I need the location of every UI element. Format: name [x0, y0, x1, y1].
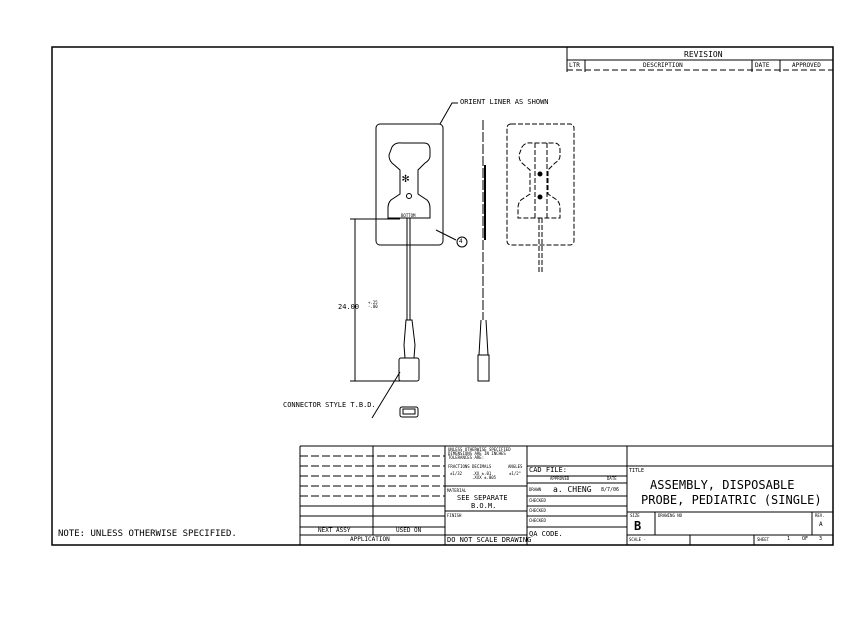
rev-label: REV.	[815, 513, 825, 518]
qa-code-label: QA CODE.	[529, 530, 563, 538]
finish-label: FINISH	[447, 513, 462, 518]
checked-label-2: CHECKED	[529, 508, 546, 513]
svg-text:✻: ✻	[402, 171, 409, 185]
connector-note: CONNECTOR STYLE T.B.D.	[283, 401, 376, 409]
fractions-value: ±1/32	[450, 471, 463, 476]
probe-front-view: ✻	[375, 123, 444, 382]
date-label: DATE	[607, 476, 617, 481]
cad-file-label: CAD FILE:	[529, 466, 567, 474]
general-note: NOTE: UNLESS OTHERWISE SPECIFIED.	[58, 529, 237, 539]
of-label: OF	[802, 536, 809, 542]
size-label: SIZE	[630, 513, 640, 518]
drawn-label: DRAWN	[529, 487, 542, 492]
revision-block-lines	[566, 47, 833, 72]
material-label: MATERIAL	[447, 488, 467, 493]
rev-col-approved: APPROVED	[792, 62, 821, 69]
probe-side-view	[477, 120, 490, 382]
title-line-1: ASSEMBLY, DISPOSABLE	[650, 478, 795, 492]
sheet-total: 3	[819, 536, 823, 542]
angles-value: ±1/2°	[509, 471, 522, 476]
dimension-value: 24.00	[338, 303, 360, 311]
application-label: APPLICATION	[350, 536, 390, 543]
title-block-lines	[299, 445, 833, 545]
used-on-label: USED ON	[396, 527, 422, 534]
dimension-tolerance: +.25 -.00	[368, 300, 378, 309]
drawing-no-label: DRAWING NO	[658, 513, 683, 518]
sheet-number: 1	[787, 536, 791, 542]
rev-col-ltr: LTR	[569, 62, 580, 69]
pad-label: BOTTOM	[401, 213, 416, 218]
checked-label-1: CHECKED	[529, 498, 546, 503]
do-not-scale-note: DO NOT SCALE DRAWING	[447, 536, 532, 544]
decimals-label: DECIMALS	[472, 464, 492, 469]
orient-note: ORIENT LINER AS SHOWN	[460, 98, 549, 106]
title-line-2: PROBE, PEDIATRIC (SINGLE)	[641, 493, 822, 507]
sheet-label: SHEET	[757, 537, 770, 542]
rev-col-description: DESCRIPTION	[643, 62, 683, 69]
drawn-date: 8/7/06	[601, 487, 620, 493]
angles-label: ANGLES	[508, 464, 523, 469]
size-value: B	[634, 519, 642, 533]
tolerance-header: UNLESS OTHERWISE SPECIFIED DIMENSIONS AR…	[448, 447, 511, 460]
material-value-2: B.O.M.	[471, 502, 497, 510]
material-value-1: SEE SEPARATE	[457, 494, 508, 502]
leaders	[371, 102, 468, 419]
title-label: TITLE	[629, 468, 645, 474]
drawn-by: a. CHENG	[553, 485, 592, 494]
dimension-lines	[350, 218, 400, 382]
checked-label-3: CHECKED	[529, 518, 546, 523]
approved-label: APPROVED	[550, 476, 570, 481]
connector-icon	[399, 406, 419, 418]
rev-value: A	[819, 521, 823, 528]
balloon-number: 4	[459, 238, 463, 245]
rev-col-date: DATE	[755, 62, 770, 69]
border-frame	[51, 46, 834, 546]
decimals-value: .XX ±.01 .XXX ±.005	[472, 471, 497, 480]
revision-header: REVISION	[684, 50, 723, 59]
next-assy-label: NEXT ASSY	[318, 527, 351, 534]
probe-back-view	[506, 123, 575, 272]
fractions-label: FRACTIONS	[448, 464, 470, 469]
scale-label: SCALE -	[629, 537, 646, 542]
balloon	[456, 236, 468, 248]
